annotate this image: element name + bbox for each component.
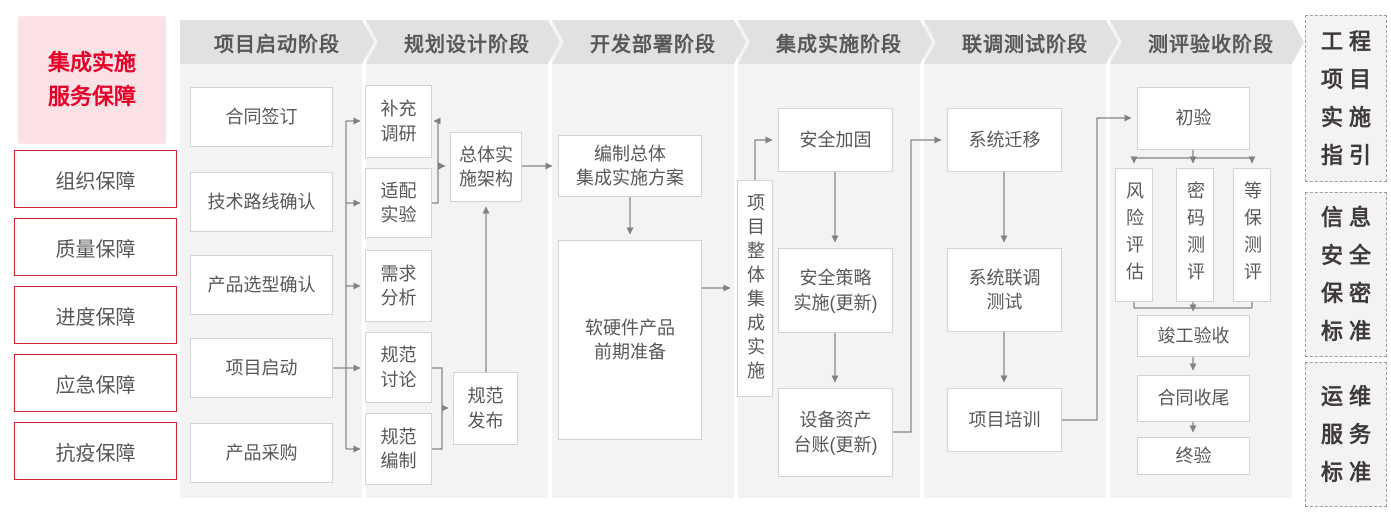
flow-node-adaptation-experiment: 适配 实验 — [365, 168, 432, 238]
flow-node-product-procurement: 产品采购 — [190, 423, 333, 483]
flow-node-contract-signing: 合同签订 — [190, 87, 333, 147]
phase-header-planning-design: 规划设计阶段 — [366, 20, 560, 64]
flow-node-overall-project-integration: 项目整体集成实施 — [737, 180, 773, 397]
flow-node-product-selection-confirm: 产品选型确认 — [190, 255, 333, 315]
flow-node-security-hardening: 安全加固 — [778, 108, 893, 172]
flow-node-spec-compilation: 规范 编制 — [365, 413, 432, 485]
sidebar-item-organization-guarantee: 组织保障 — [14, 150, 177, 208]
phase-header-integration-implementation: 集成实施阶段 — [738, 20, 932, 64]
flow-node-final-acceptance: 终验 — [1137, 437, 1250, 475]
standard-info-security-confidentiality: 信息 安全 保密 标准 — [1305, 192, 1387, 357]
flow-node-initial-acceptance: 初验 — [1137, 87, 1250, 150]
flow-node-requirement-analysis: 需求 分析 — [365, 250, 432, 322]
sidebar-item-quality-guarantee: 质量保障 — [14, 218, 177, 276]
flow-node-asset-ledger-update: 设备资产 台账(更新) — [778, 388, 893, 477]
flow-node-completion-acceptance: 竣工验收 — [1137, 315, 1250, 357]
flow-node-contract-closure: 合同收尾 — [1137, 375, 1250, 422]
sidebar-item-epidemic-guarantee: 抗疫保障 — [14, 422, 177, 480]
flow-node-mlps-evaluation: 等保测评 — [1233, 168, 1271, 302]
flow-node-spec-discussion: 规范 讨论 — [365, 332, 432, 403]
flow-node-crypto-evaluation: 密码测评 — [1176, 168, 1214, 302]
flow-node-project-training: 项目培训 — [947, 388, 1062, 452]
phase-header-evaluation-acceptance: 测评验收阶段 — [1110, 20, 1304, 64]
phase-header-project-initiation: 项目启动阶段 — [180, 20, 374, 64]
standard-engineering-project-guide: 工程 项目 实施 指引 — [1305, 15, 1387, 182]
sidebar-title-integration-service-guarantee: 集成实施 服务保障 — [18, 16, 166, 144]
standard-operation-maintenance-service: 运维 服务 标准 — [1305, 362, 1387, 507]
sidebar-item-emergency-guarantee: 应急保障 — [14, 354, 177, 412]
flow-node-hw-sw-preparation: 软硬件产品 前期准备 — [558, 240, 702, 440]
flow-node-overall-impl-architecture: 总体实 施架构 — [450, 132, 522, 202]
flow-node-system-migration: 系统迁移 — [947, 108, 1062, 172]
flow-node-risk-assessment: 风险评估 — [1115, 168, 1153, 302]
flow-node-system-joint-debugging: 系统联调 测试 — [947, 248, 1062, 332]
flow-node-overall-integration-plan: 编制总体 集成实施方案 — [558, 135, 702, 197]
flow-node-security-policy-impl: 安全策略 实施(更新) — [778, 248, 893, 333]
flow-node-project-kickoff: 项目启动 — [190, 338, 333, 398]
sidebar-item-schedule-guarantee: 进度保障 — [14, 286, 177, 344]
flow-node-tech-route-confirm: 技术路线确认 — [190, 172, 333, 232]
phase-header-joint-debug-testing: 联调测试阶段 — [924, 20, 1118, 64]
flow-node-supplementary-research: 补充 调研 — [365, 85, 432, 158]
flow-node-spec-release: 规范 发布 — [453, 372, 518, 445]
phase-header-development-deployment: 开发部署阶段 — [552, 20, 746, 64]
